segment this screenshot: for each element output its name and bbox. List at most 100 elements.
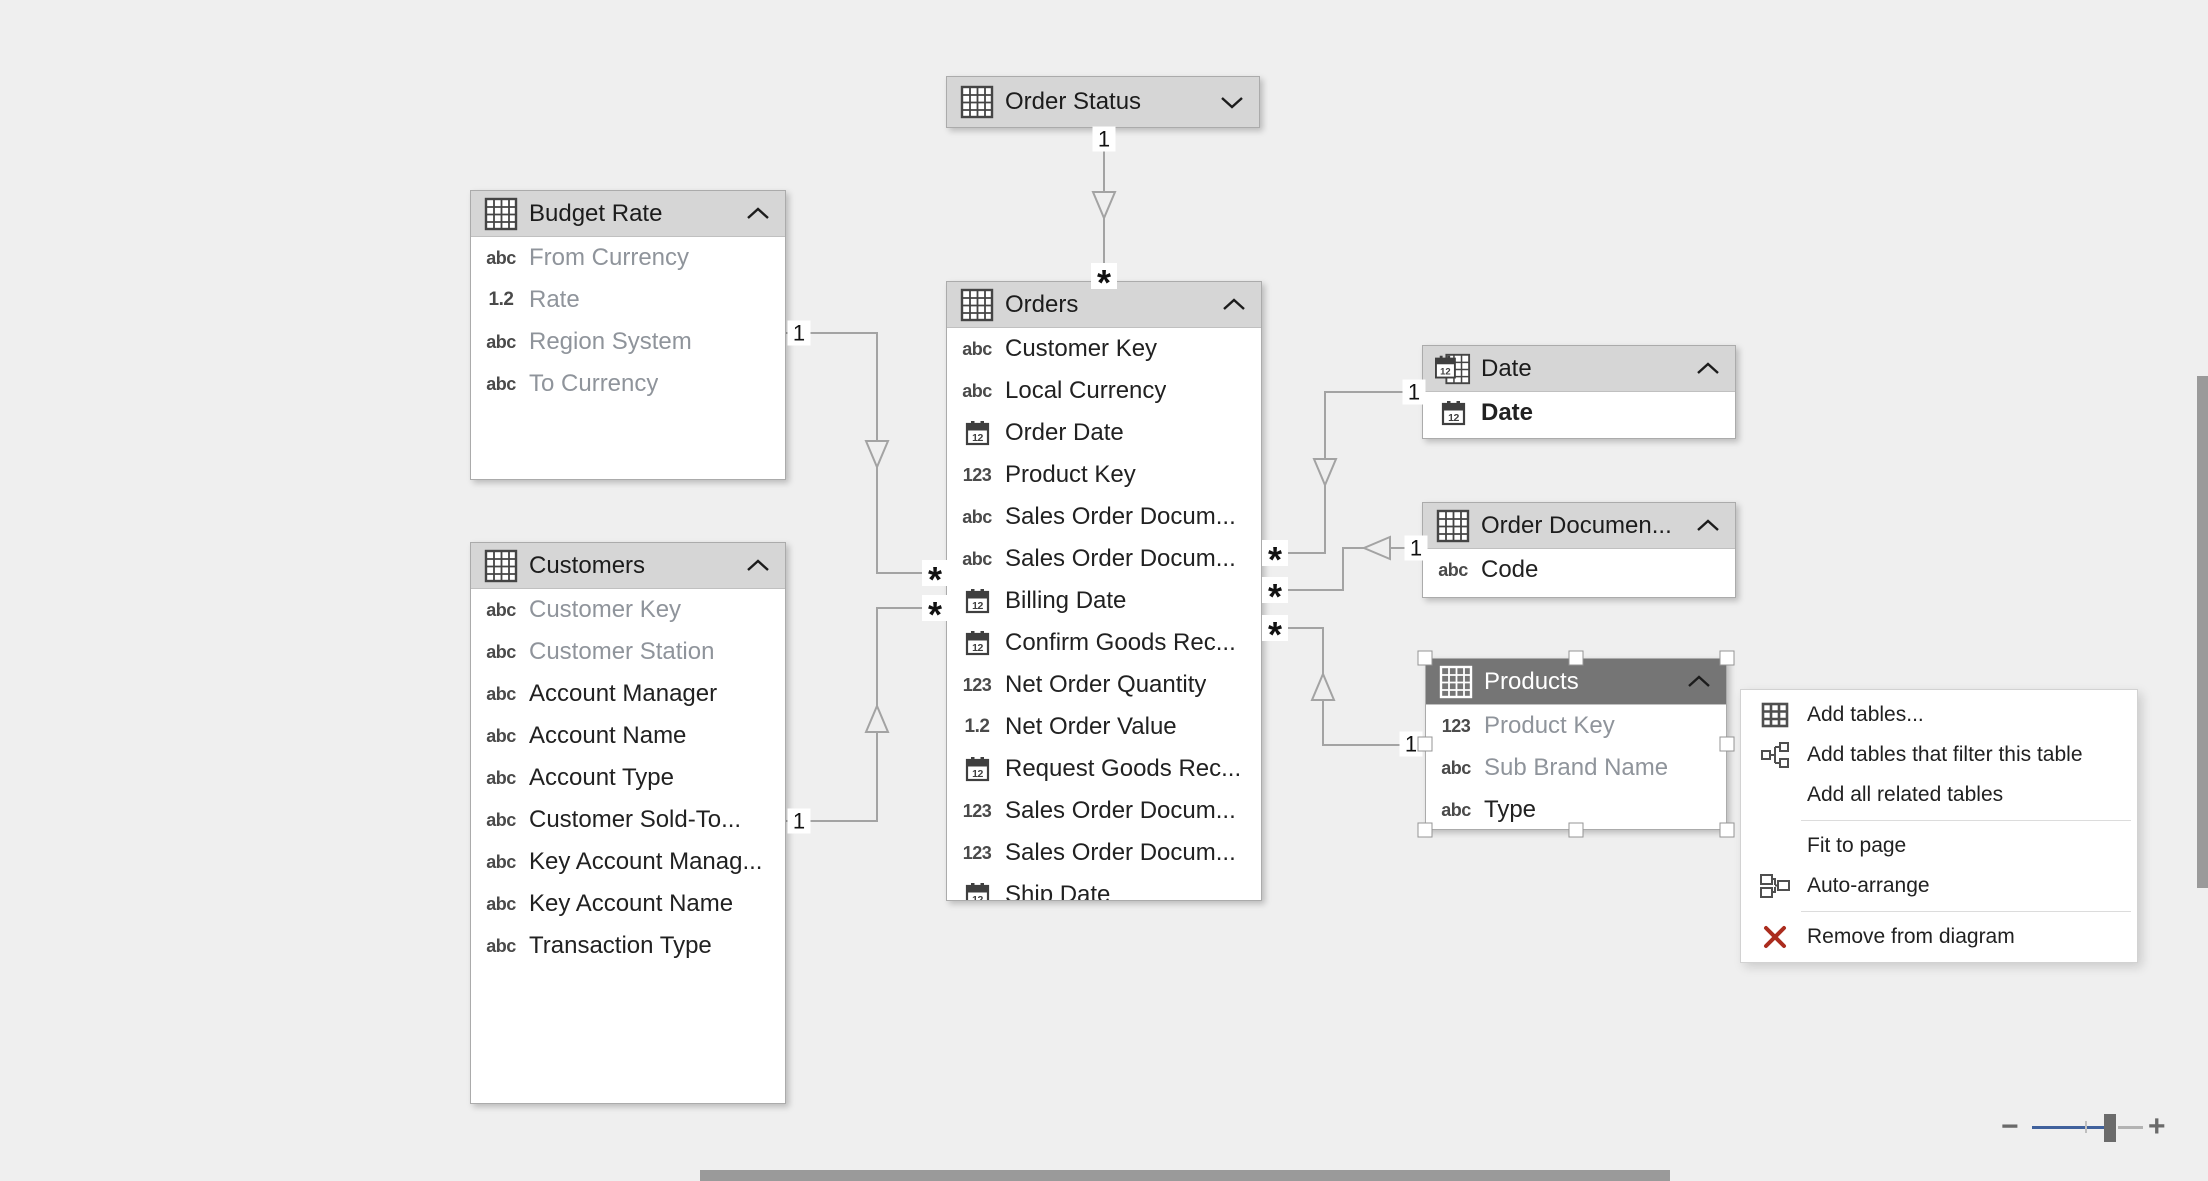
table-header-date[interactable]: 12Date <box>1423 346 1735 392</box>
svg-text:12: 12 <box>1440 366 1451 377</box>
field-transaction-type[interactable]: abcTransaction Type <box>471 925 785 967</box>
text-type-icon: abc <box>481 642 521 663</box>
table-grid-icon <box>483 549 519 583</box>
field-product-key[interactable]: 123Product Key <box>947 454 1261 496</box>
selection-handle[interactable] <box>1720 823 1735 838</box>
relationship-line-customers-orders[interactable] <box>786 608 946 821</box>
chevron-up-icon[interactable] <box>743 559 773 572</box>
table-card-date[interactable]: 12Date12Date <box>1422 345 1736 439</box>
chevron-up-icon[interactable] <box>1693 362 1723 375</box>
decimal-type-icon: 1.2 <box>957 716 997 738</box>
menu-item-auto-arrange[interactable]: Auto-arrange <box>1741 866 2137 906</box>
zoom-out-button[interactable]: − <box>2001 1112 2019 1142</box>
table-header-order-status[interactable]: Order Status <box>947 77 1259 127</box>
number-type-icon: 123 <box>957 843 997 864</box>
svg-text:12: 12 <box>972 642 983 654</box>
field-net-order-quantity[interactable]: 123Net Order Quantity <box>947 664 1261 706</box>
cardinality-one-label: 1 <box>1093 127 1116 152</box>
menu-item-fit-to-page[interactable]: Fit to page <box>1741 826 2137 866</box>
field-account-manager[interactable]: abcAccount Manager <box>471 673 785 715</box>
selection-handle[interactable] <box>1418 651 1433 666</box>
cardinality-one-label: 1 <box>1403 380 1426 405</box>
table-header-budget-rate[interactable]: Budget Rate <box>471 191 785 237</box>
text-type-icon: abc <box>957 507 997 528</box>
relationship-line-products-orders[interactable] <box>1262 628 1425 745</box>
vertical-scrollbar-thumb[interactable] <box>2197 376 2208 888</box>
relationship-line-date-orders[interactable] <box>1262 392 1422 553</box>
horizontal-scrollbar-thumb[interactable] <box>700 1170 1670 1181</box>
field-from-currency[interactable]: abcFrom Currency <box>471 237 785 279</box>
menu-item-remove-from-diagram[interactable]: Remove from diagram <box>1741 917 2137 957</box>
table-header-customers[interactable]: Customers <box>471 543 785 589</box>
field-account-name[interactable]: abcAccount Name <box>471 715 785 757</box>
chevron-up-icon[interactable] <box>743 207 773 220</box>
menu-item-label: Remove from diagram <box>1807 925 2015 949</box>
field-product-key[interactable]: 123Product Key <box>1426 705 1726 747</box>
text-type-icon: abc <box>481 894 521 915</box>
field-date[interactable]: 12Date <box>1423 392 1735 434</box>
chevron-up-icon[interactable] <box>1684 675 1714 688</box>
menu-item-add-all-related-tables[interactable]: Add all related tables <box>1741 775 2137 815</box>
chevron-up-icon[interactable] <box>1219 298 1249 311</box>
field-request-goods-rec[interactable]: 12Request Goods Rec... <box>947 748 1261 790</box>
zoom-slider-track-filled[interactable] <box>2032 1126 2106 1129</box>
field-customer-sold-to[interactable]: abcCustomer Sold-To... <box>471 799 785 841</box>
field-code[interactable]: abcCode <box>1423 549 1735 591</box>
relationship-line-budget-rate-orders[interactable] <box>786 333 946 573</box>
field-rate[interactable]: 1.2Rate <box>471 279 785 321</box>
selection-handle[interactable] <box>1418 737 1433 752</box>
selection-handle[interactable] <box>1569 823 1584 838</box>
cardinality-one-label: 1 <box>788 809 811 834</box>
field-sales-order-docum[interactable]: 123Sales Order Docum... <box>947 790 1261 832</box>
field-billing-date[interactable]: 12Billing Date <box>947 580 1261 622</box>
field-sales-order-docum[interactable]: abcSales Order Docum... <box>947 538 1261 580</box>
field-list: 123Product KeyabcSub Brand NameabcType <box>1426 705 1726 830</box>
chevron-down-icon[interactable] <box>1217 96 1247 109</box>
field-key-account-manag[interactable]: abcKey Account Manag... <box>471 841 785 883</box>
zoom-slider-track-rest[interactable] <box>2118 1126 2143 1129</box>
selection-handle[interactable] <box>1720 651 1735 666</box>
table-card-order-documen[interactable]: Order Documen...abcCode <box>1422 502 1736 598</box>
field-ship-date[interactable]: 12Ship Date <box>947 874 1261 901</box>
zoom-in-button[interactable]: + <box>2148 1112 2166 1142</box>
chevron-up-icon[interactable] <box>1693 519 1723 532</box>
menu-separator <box>1801 820 2131 821</box>
selection-handle[interactable] <box>1418 823 1433 838</box>
field-order-date[interactable]: 12Order Date <box>947 412 1261 454</box>
table-card-order-status[interactable]: Order Status <box>946 76 1260 128</box>
cardinality-many-label: * <box>922 595 948 621</box>
number-type-icon: 123 <box>957 675 997 696</box>
table-card-orders[interactable]: OrdersabcCustomer KeyabcLocal Currency12… <box>946 281 1262 901</box>
menu-item-add-tables[interactable]: Add tables... <box>1741 695 2137 735</box>
field-customer-station[interactable]: abcCustomer Station <box>471 631 785 673</box>
selection-handle[interactable] <box>1720 737 1735 752</box>
cardinality-one-label: 1 <box>1405 536 1428 561</box>
text-type-icon: abc <box>957 381 997 402</box>
table-card-customers[interactable]: CustomersabcCustomer KeyabcCustomer Stat… <box>470 542 786 1104</box>
field-local-currency[interactable]: abcLocal Currency <box>947 370 1261 412</box>
table-header-products[interactable]: Products <box>1426 659 1726 705</box>
field-net-order-value[interactable]: 1.2Net Order Value <box>947 706 1261 748</box>
field-customer-key[interactable]: abcCustomer Key <box>947 328 1261 370</box>
text-type-icon: abc <box>481 600 521 621</box>
table-card-products[interactable]: Products123Product KeyabcSub Brand Namea… <box>1425 658 1727 830</box>
field-confirm-goods-rec[interactable]: 12Confirm Goods Rec... <box>947 622 1261 664</box>
field-region-system[interactable]: abcRegion System <box>471 321 785 363</box>
zoom-slider-thumb[interactable] <box>2104 1114 2116 1142</box>
cardinality-many-label: * <box>1262 615 1288 641</box>
field-customer-key[interactable]: abcCustomer Key <box>471 589 785 631</box>
menu-item-add-tables-that-filter-this-table[interactable]: Add tables that filter this table <box>1741 735 2137 775</box>
field-account-type[interactable]: abcAccount Type <box>471 757 785 799</box>
text-type-icon: abc <box>481 374 521 395</box>
date-type-icon: 12 <box>957 756 997 783</box>
field-sales-order-docum[interactable]: abcSales Order Docum... <box>947 496 1261 538</box>
text-type-icon: abc <box>957 549 997 570</box>
table-card-budget-rate[interactable]: Budget RateabcFrom Currency1.2RateabcReg… <box>470 190 786 480</box>
field-sales-order-docum[interactable]: 123Sales Order Docum... <box>947 832 1261 874</box>
field-sub-brand-name[interactable]: abcSub Brand Name <box>1426 747 1726 789</box>
selection-handle[interactable] <box>1569 651 1584 666</box>
field-key-account-name[interactable]: abcKey Account Name <box>471 883 785 925</box>
menu-item-label: Add tables... <box>1807 703 1924 727</box>
table-header-order-documen[interactable]: Order Documen... <box>1423 503 1735 549</box>
field-to-currency[interactable]: abcTo Currency <box>471 363 785 405</box>
